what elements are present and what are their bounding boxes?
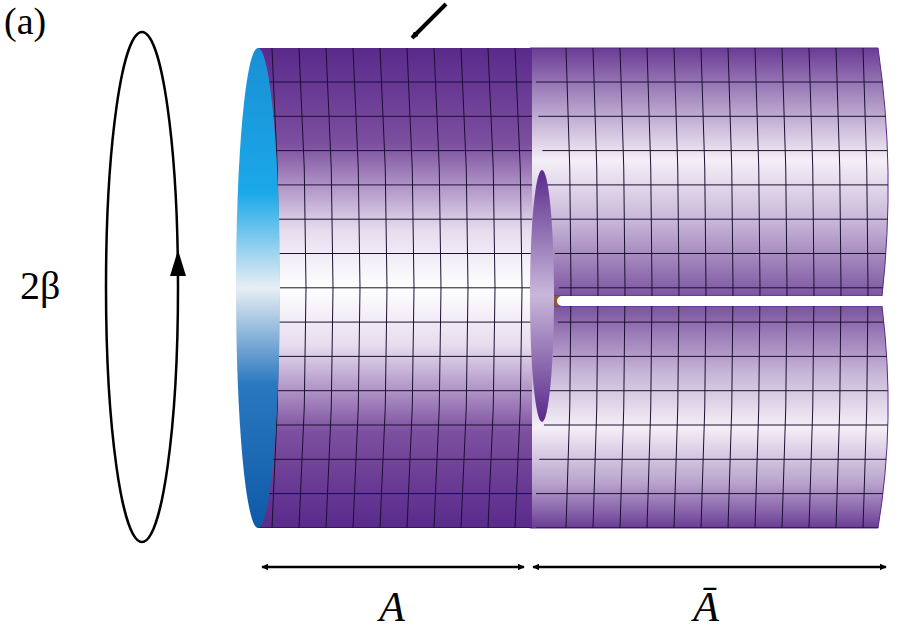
grid-line [536, 184, 903, 185]
grid-line [258, 150, 532, 151]
panel-label: (a) [4, 2, 46, 40]
grid-line [258, 184, 532, 185]
loop-arrowhead [170, 250, 186, 276]
grid-line [620, 48, 625, 528]
grid-line [809, 48, 814, 528]
grid-line [536, 219, 903, 220]
grid-line [536, 390, 903, 391]
grid-line [258, 82, 532, 83]
slit [548, 296, 888, 306]
grid-line [258, 253, 532, 254]
grid-line [536, 322, 903, 323]
grid-line [258, 493, 532, 494]
grid-line [258, 390, 532, 391]
grid-line [258, 425, 532, 426]
pointer-arrow [412, 4, 446, 38]
grid-lines [536, 48, 903, 528]
lower-half-tube [530, 306, 888, 528]
grid-line [566, 48, 571, 528]
upper-half-tube [530, 48, 888, 296]
grid-line [536, 527, 903, 528]
grid-lines [258, 48, 532, 528]
grid-line [536, 527, 903, 528]
grid-line [536, 425, 903, 426]
inner-end [530, 170, 554, 422]
grid-line [647, 48, 652, 528]
grid-line [536, 425, 903, 426]
grid-line [258, 116, 532, 117]
grid-line [536, 150, 903, 151]
grid-line [728, 48, 733, 528]
grid-line [836, 48, 841, 528]
grid-line [863, 48, 868, 528]
grid-line [536, 253, 903, 254]
dimension-arrow [262, 566, 524, 569]
grid-line [536, 459, 903, 460]
grid-line [536, 82, 903, 83]
grid-line [536, 356, 903, 357]
grid-line [536, 356, 903, 357]
grid-line [701, 48, 706, 528]
grid-line [536, 493, 903, 494]
grid-line [536, 287, 903, 288]
region-label: Ā [693, 586, 719, 628]
grid-line [536, 459, 903, 460]
grid-line [593, 48, 598, 528]
grid-line [536, 287, 903, 288]
grid-line [536, 390, 903, 391]
period-label: 2β [20, 266, 60, 306]
grid-line [536, 82, 903, 83]
grid-line [258, 459, 532, 460]
grid-line [258, 322, 532, 323]
grid-line [536, 116, 903, 117]
grid-line [258, 219, 532, 220]
grid-line [536, 493, 903, 494]
end-cap [236, 48, 280, 528]
grid-line [536, 116, 903, 117]
dimension-arrow [533, 566, 886, 569]
region-label: A [379, 586, 405, 628]
grid-line [674, 48, 679, 528]
grid-lines [536, 48, 903, 528]
grid-line [782, 48, 787, 528]
grid-line [258, 356, 532, 357]
loop [106, 32, 178, 542]
grid-line [536, 150, 903, 151]
grid-line [258, 527, 532, 528]
grid-line [258, 287, 532, 288]
grid-line [755, 48, 760, 528]
grid-line [536, 184, 903, 185]
grid-line [536, 322, 903, 323]
grid-line [536, 253, 903, 254]
grid-line [536, 219, 903, 220]
